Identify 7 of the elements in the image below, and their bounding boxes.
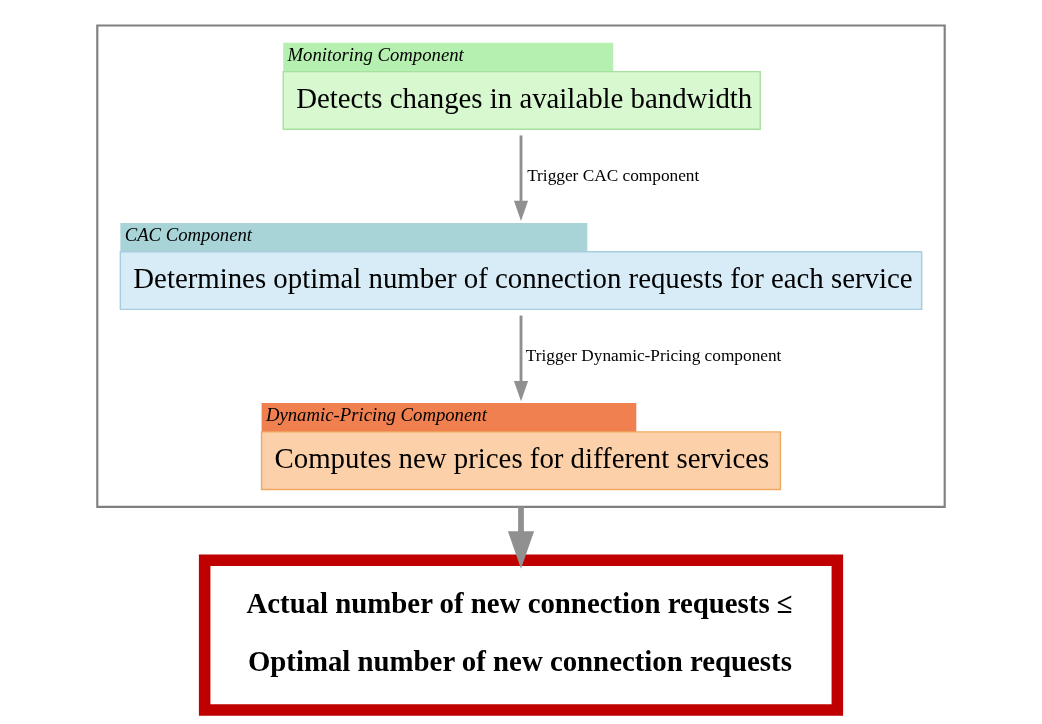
edge-label: Trigger CAC component: [527, 165, 700, 185]
edge-label: Trigger Dynamic-Pricing component: [525, 345, 782, 365]
arrow: [507, 506, 535, 569]
arrow: [513, 315, 529, 402]
cluster: [96, 24, 946, 508]
node-box: Actual number of new connection requests ≤ Optimal number of new connection requests: [198, 554, 844, 716]
arrow: [513, 135, 529, 222]
